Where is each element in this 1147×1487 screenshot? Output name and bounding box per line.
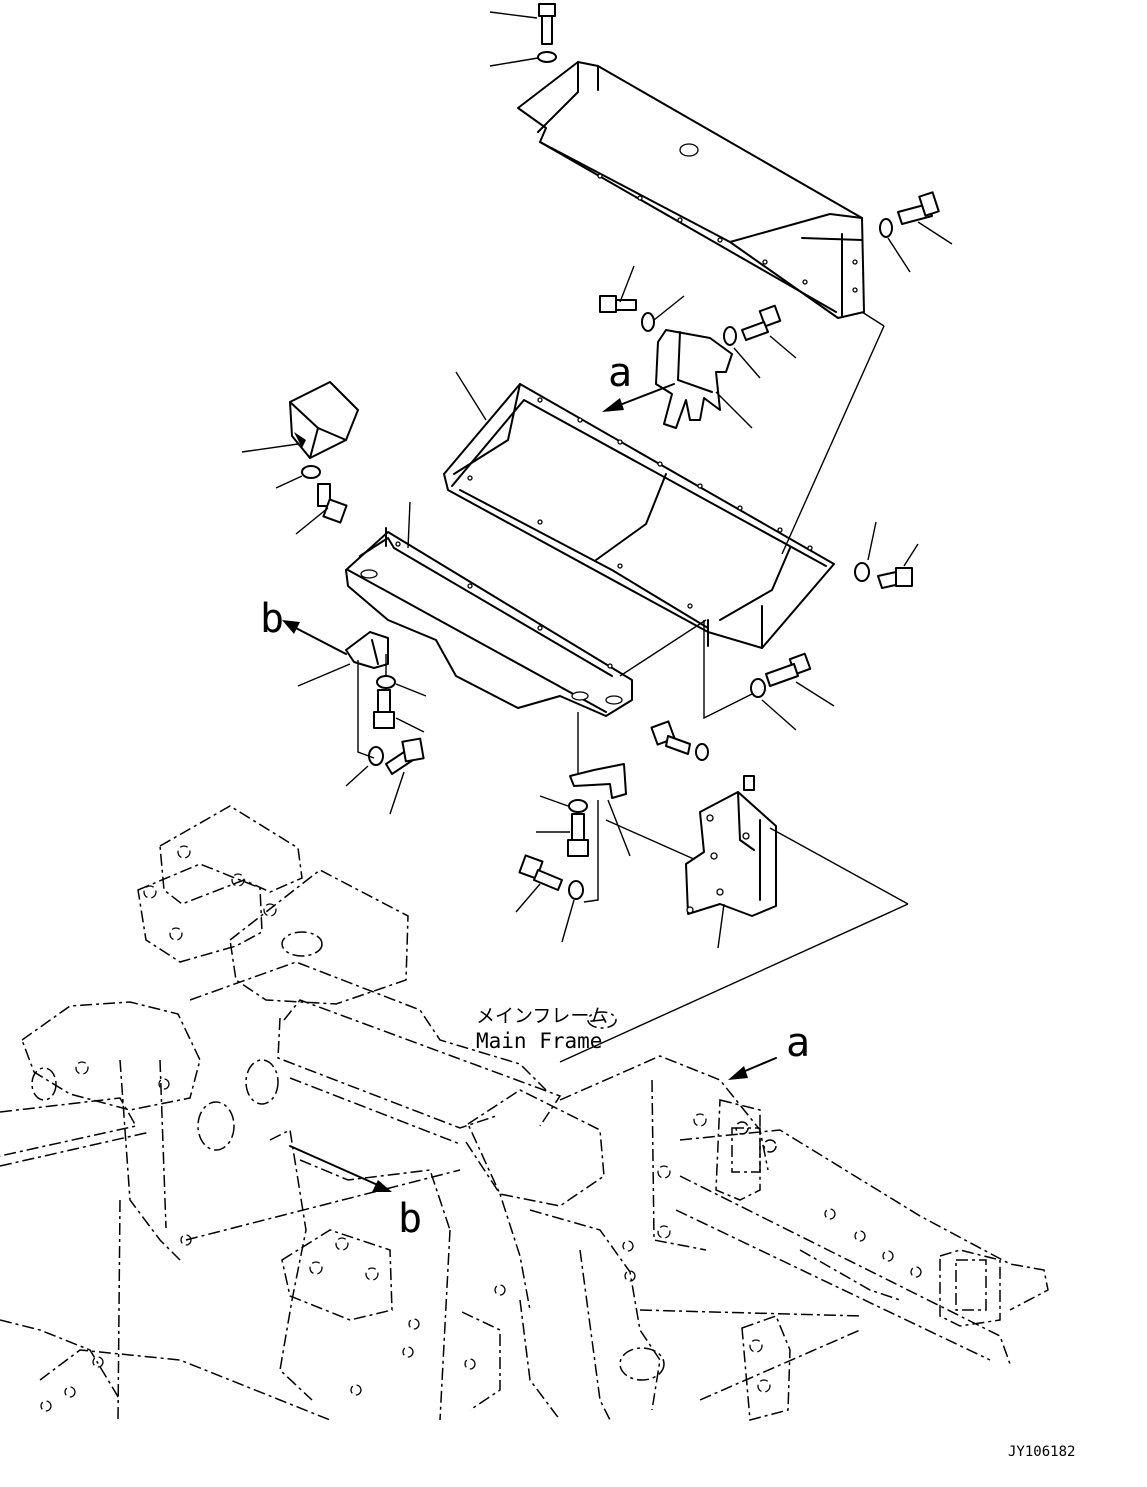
bolt-lower-right-2 <box>515 854 563 913</box>
lower-frame-cover[interactable] <box>345 501 633 717</box>
bolt-b-lower <box>385 737 425 815</box>
bolt-right-tray <box>854 521 919 589</box>
bolt-plate <box>650 720 709 761</box>
washer-top <box>489 51 557 67</box>
vertical-plate[interactable] <box>685 775 777 949</box>
main-frame-label: メインフレーム Main Frame <box>476 1005 608 1053</box>
main-frame-label-jp: メインフレーム <box>476 1005 608 1027</box>
bolt-b-mid <box>373 689 425 733</box>
callout-arrow-a-top: a <box>602 350 675 412</box>
main-frame-label-en: Main Frame <box>476 1029 602 1053</box>
under-cover-tray[interactable] <box>443 371 835 649</box>
bolt-left-a <box>599 265 685 332</box>
callout-arrow-b-bottom: b <box>289 1145 422 1242</box>
bolt-right-lower <box>750 652 835 731</box>
drawing-number: JY106182 <box>1008 1444 1075 1460</box>
bracket-b[interactable] <box>297 631 389 687</box>
bolt-right-a <box>723 304 797 379</box>
washer-lower-right <box>539 795 588 813</box>
callout-label-b-bottom: b <box>398 1196 422 1242</box>
washer-b-upper <box>376 675 427 697</box>
callout-arrow-a-bottom: a <box>728 1020 810 1080</box>
bracket-lower-right[interactable] <box>569 763 631 857</box>
bolt-lower-right <box>536 813 589 857</box>
callout-label-b-top: b <box>260 596 284 642</box>
bolt-top <box>489 3 556 45</box>
callout-arrow-b-top: b <box>260 596 347 655</box>
callout-label-a-top: a <box>608 350 632 396</box>
bracket-a[interactable] <box>655 329 753 429</box>
callout-label-a-bottom: a <box>786 1020 810 1066</box>
bolt-right-upper <box>879 191 953 273</box>
main-frame <box>0 805 1049 1421</box>
side-cover-left[interactable] <box>241 381 359 459</box>
washer-lower-right-2 <box>561 880 584 943</box>
washer-b-lower <box>345 746 384 787</box>
bolt-left-cover <box>295 483 348 535</box>
top-cover-panel[interactable] <box>517 61 865 319</box>
washer-left <box>275 465 321 489</box>
